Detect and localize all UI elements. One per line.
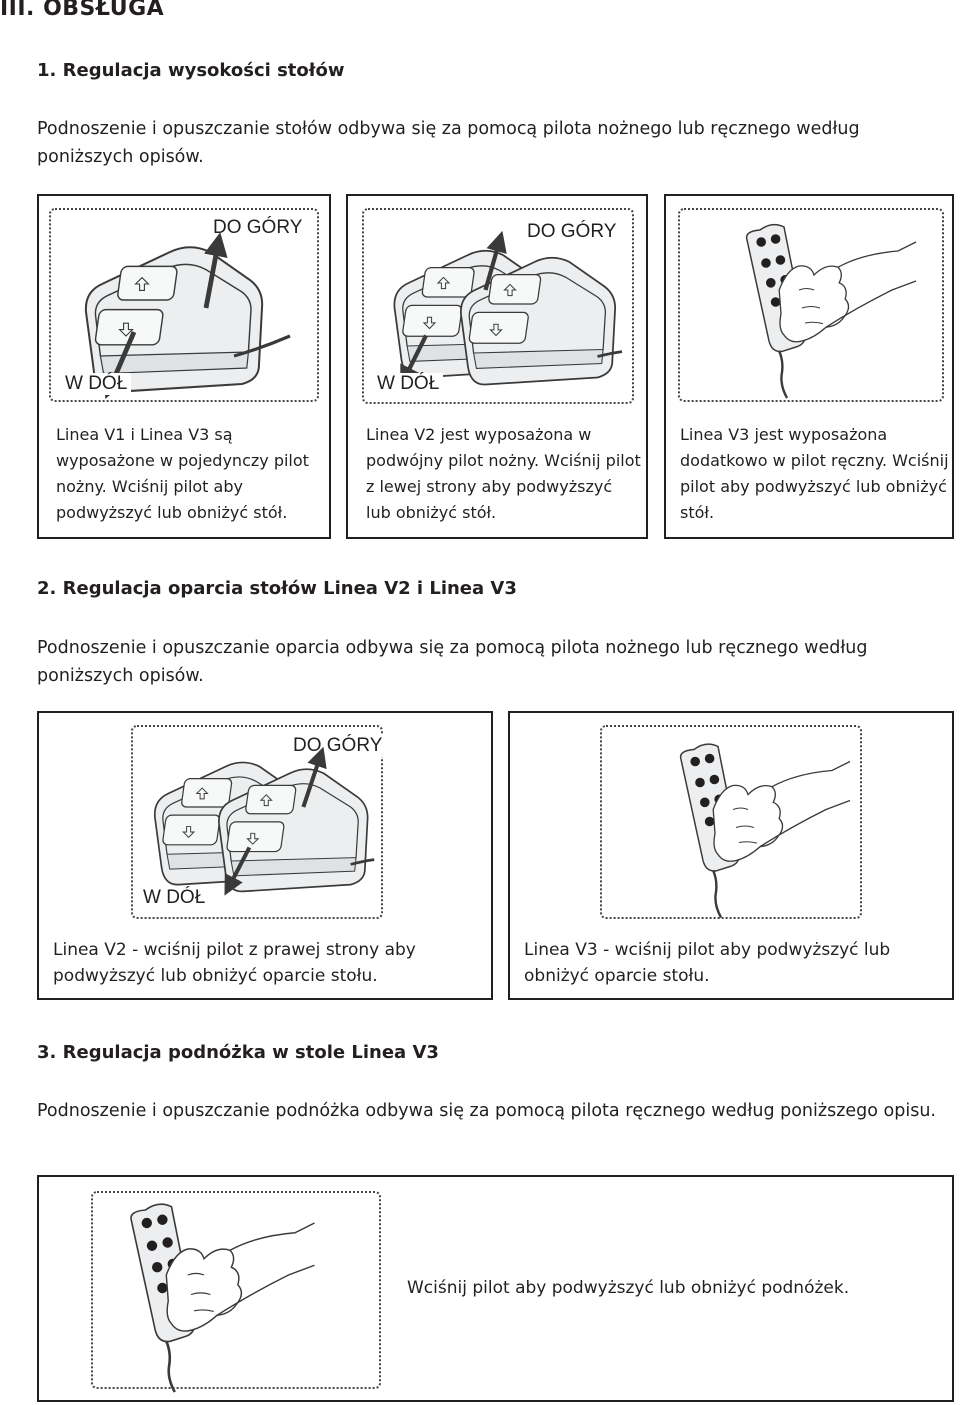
s2-panel-1-down-label: W DÓŁ <box>139 887 210 909</box>
section-3-title: 3. Regulacja podnóżka w stole Linea V3 <box>37 1042 439 1063</box>
s3-panel-caption: Wciśnij pilot aby podwyższyć lub obniżyć… <box>407 1278 850 1298</box>
s1-panel-double-pedal: DO GÓRY W DÓŁ Linea V2 jest wyposażona w… <box>346 194 648 539</box>
hand-remote-illustration <box>745 223 917 400</box>
s2-panel-double-pedal: DO GÓRY W DÓŁ Linea V2 - wciśnij pilot z… <box>37 711 493 1000</box>
double-foot-pedal-illustration <box>393 230 623 387</box>
section-2-intro: Podnoszenie i opuszczanie oparcia odbywa… <box>37 638 868 686</box>
s1-panel-hand-remote: Linea V3 jest wyposażona dodatkowo w pil… <box>664 194 954 539</box>
s2-panel-1-caption: Linea V2 - wciśnij pilot z prawej strony… <box>53 940 416 986</box>
s2-hand-remote-illustration <box>679 742 851 919</box>
s3-panel-hand-remote: Wciśnij pilot aby podwyższyć lub obniżyć… <box>37 1175 954 1402</box>
s1-panel-2-down-label: W DÓŁ <box>373 373 444 395</box>
s1-panel-2-illustration-frame <box>362 208 634 404</box>
s1-panel-3-caption: Linea V3 jest wyposażona dodatkowo w pil… <box>680 425 949 522</box>
s1-panel-2-up-label: DO GÓRY <box>523 221 621 243</box>
s1-panel-3-illustration-frame <box>678 208 944 402</box>
s3-hand-remote-illustration <box>129 1202 316 1394</box>
s1-panel-single-pedal: DO GÓRY W DÓŁ Linea V1 i Linea V3 są wyp… <box>37 194 331 539</box>
single-foot-pedal-illustration <box>84 232 291 400</box>
s2-panel-hand-remote: Linea V3 - wciśnij pilot aby podwyższyć … <box>508 711 954 1000</box>
s2-panel-2-illustration-frame <box>600 725 862 919</box>
s2-panel-2-caption: Linea V3 - wciśnij pilot aby podwyższyć … <box>524 940 891 986</box>
s3-panel-illustration-frame <box>91 1191 381 1389</box>
section-1-intro: Podnoszenie i opuszczanie stołów odbywa … <box>37 119 860 167</box>
main-heading: III. OBSŁUGA <box>0 0 165 21</box>
section-2-title: 2. Regulacja oparcia stołów Linea V2 i L… <box>37 578 517 599</box>
s2-panel-1-illustration-frame <box>131 725 383 919</box>
section-3-intro: Podnoszenie i opuszczanie podnóżka odbyw… <box>37 1101 936 1121</box>
section-1-title: 1. Regulacja wysokości stołów <box>37 60 345 81</box>
s1-panel-2-caption: Linea V2 jest wyposażona w podwójny pilo… <box>366 425 641 522</box>
s1-panel-1-illustration-frame <box>49 208 319 402</box>
s1-panel-1-caption: Linea V1 i Linea V3 są wyposażone w poje… <box>56 425 309 522</box>
s1-panel-1-up-label: DO GÓRY <box>209 217 307 239</box>
s2-double-foot-pedal-illustration <box>153 746 375 896</box>
s1-panel-1-down-label: W DÓŁ <box>61 373 132 395</box>
